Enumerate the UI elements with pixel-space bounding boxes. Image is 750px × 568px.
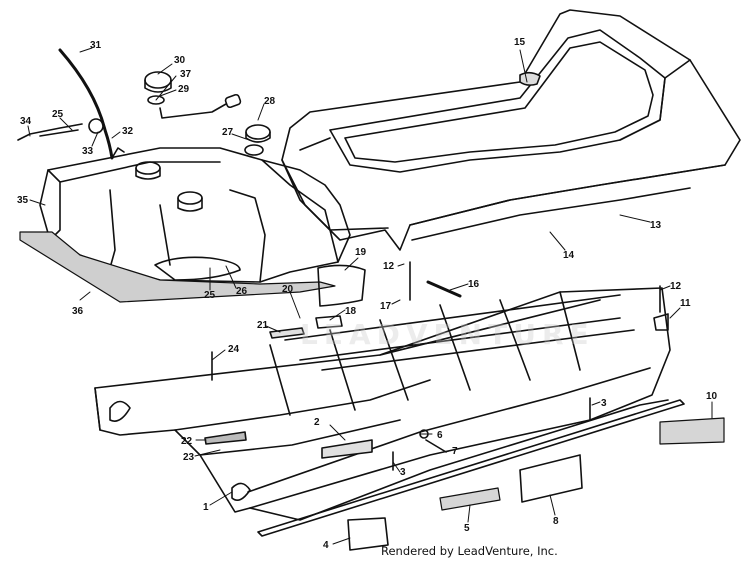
running-board-rail bbox=[257, 399, 685, 537]
callout-34: 34 bbox=[20, 116, 32, 127]
callout-25: 25 bbox=[204, 290, 216, 301]
callout-17: 17 bbox=[380, 301, 392, 312]
decal-10 bbox=[659, 417, 725, 445]
callout-1: 1 bbox=[203, 502, 209, 513]
strip-21 bbox=[269, 327, 305, 339]
callout-20: 20 bbox=[282, 284, 294, 295]
plate-8 bbox=[519, 454, 583, 503]
callout-36: 36 bbox=[72, 306, 84, 317]
pad-5 bbox=[439, 487, 501, 511]
callout-15: 15 bbox=[514, 37, 526, 48]
callout-22: 22 bbox=[181, 436, 193, 447]
seat-assembly bbox=[281, 9, 741, 251]
callout-labels: 1 2 3 3 4 5 6 7 8 10 11 12 12 13 14 15 1… bbox=[17, 37, 718, 551]
strap-19 bbox=[317, 264, 366, 307]
callout-13: 13 bbox=[650, 220, 662, 231]
callout-2: 2 bbox=[314, 417, 320, 428]
callout-27: 27 bbox=[222, 127, 234, 138]
bracket-4 bbox=[347, 517, 389, 551]
strip-2 bbox=[321, 439, 373, 459]
callout-21: 21 bbox=[257, 320, 269, 331]
callout-32: 32 bbox=[122, 126, 134, 137]
callout-5: 5 bbox=[464, 523, 470, 534]
callout-4: 4 bbox=[323, 540, 329, 551]
callout-33: 33 bbox=[82, 146, 94, 157]
callout-10: 10 bbox=[706, 391, 718, 402]
callout-25: 25 bbox=[52, 109, 64, 120]
callout-23: 23 bbox=[183, 452, 195, 463]
callout-3: 3 bbox=[400, 467, 406, 478]
callout-30: 30 bbox=[174, 55, 186, 66]
callout-28: 28 bbox=[264, 96, 276, 107]
callout-11: 11 bbox=[680, 298, 691, 309]
chassis-tunnel bbox=[94, 287, 671, 521]
stud-16 bbox=[426, 280, 462, 298]
callout-37: 37 bbox=[180, 69, 192, 80]
callout-19: 19 bbox=[355, 247, 367, 258]
callout-8: 8 bbox=[553, 516, 559, 527]
callout-35: 35 bbox=[17, 195, 29, 206]
bracket-11 bbox=[653, 313, 669, 331]
callout-12: 12 bbox=[670, 281, 682, 292]
callout-18: 18 bbox=[345, 306, 357, 317]
callout-31: 31 bbox=[90, 40, 102, 51]
callout-3: 3 bbox=[601, 398, 607, 409]
callout-12: 12 bbox=[383, 261, 395, 272]
footer-credit: Rendered by LeadVenture, Inc. bbox=[381, 544, 558, 558]
callout-16: 16 bbox=[468, 279, 480, 290]
callout-14: 14 bbox=[563, 250, 575, 261]
callout-26: 26 bbox=[236, 286, 248, 297]
callout-6: 6 bbox=[437, 430, 443, 441]
screw-7 bbox=[425, 439, 447, 453]
fuel-cap-and-lines bbox=[17, 48, 271, 160]
leader-lines bbox=[27, 47, 713, 545]
callout-24: 24 bbox=[228, 344, 240, 355]
stud-18 bbox=[315, 315, 343, 329]
tank-gasket bbox=[19, 231, 336, 303]
watermark: LEADVENTURE bbox=[300, 318, 595, 351]
callout-7: 7 bbox=[452, 446, 458, 457]
callout-29: 29 bbox=[178, 84, 190, 95]
strip-22 bbox=[204, 431, 247, 445]
